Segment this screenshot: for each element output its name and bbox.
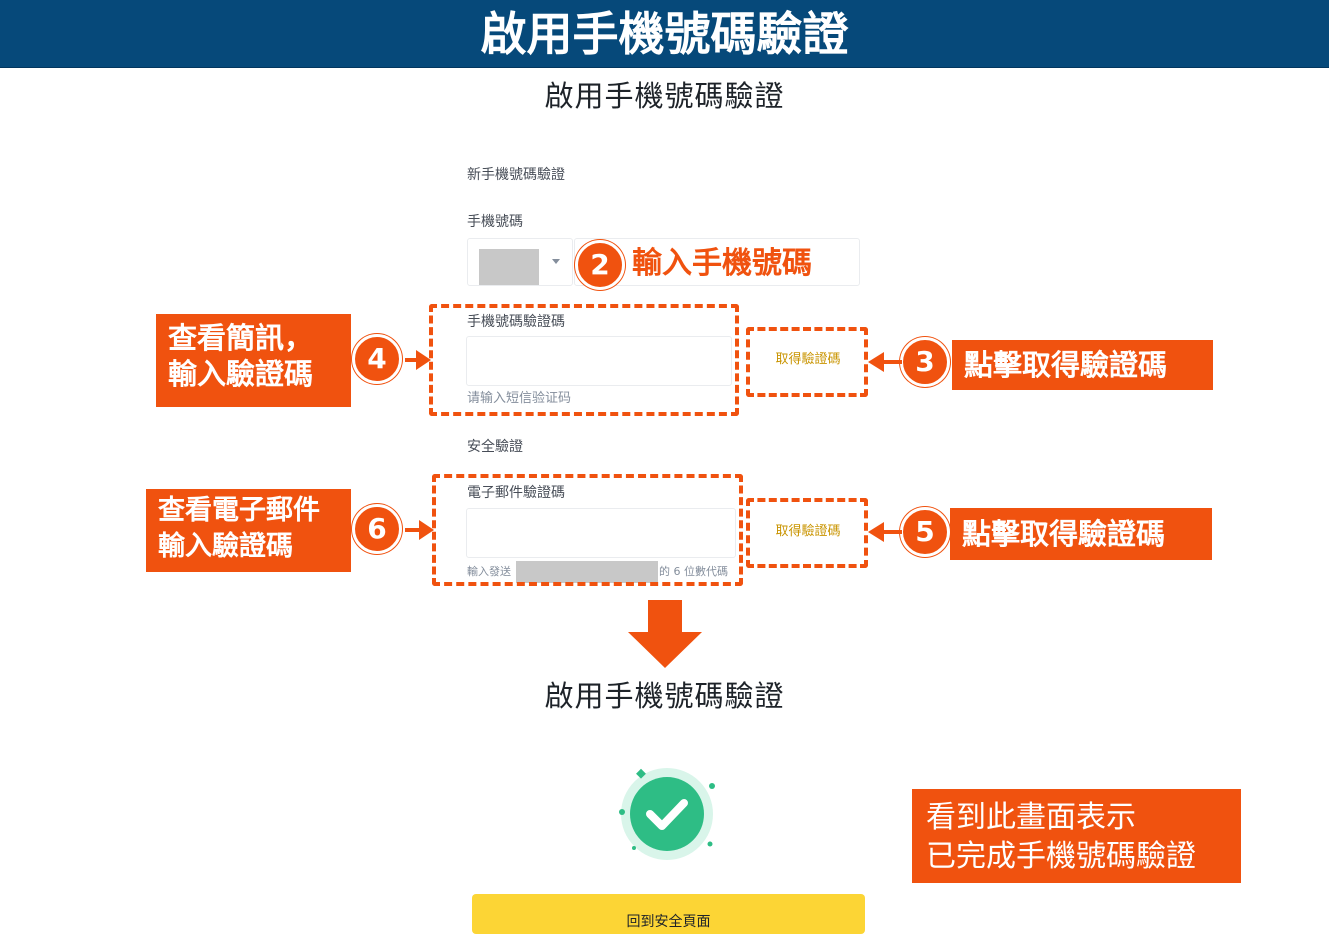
- section-title-new-phone: 新手機號碼驗證: [467, 167, 565, 183]
- chevron-down-icon: [552, 259, 560, 264]
- banner-title: 啟用手機號碼驗證: [480, 7, 849, 61]
- sms-code-label: 手機號碼驗證碼: [467, 314, 565, 330]
- step-2-badge: 2: [575, 240, 625, 290]
- check-circle-icon: [619, 768, 715, 860]
- step-6-line1: 查看電子郵件: [158, 495, 320, 526]
- step-4-line1: 查看簡訊，: [168, 321, 314, 355]
- email-address-redacted: [516, 561, 658, 583]
- step-6-arrow-icon: [405, 520, 434, 540]
- sms-get-code-button[interactable]: 取得驗證碼: [751, 352, 865, 368]
- sms-code-input[interactable]: [466, 336, 732, 386]
- step-6-callout: 查看電子郵件 輸入驗證碼: [146, 489, 351, 572]
- result-line2: 已完成手機號碼驗證: [926, 839, 1196, 874]
- step-5-callout: 點擊取得驗證碼: [950, 508, 1212, 560]
- step-3-text: 點擊取得驗證碼: [964, 348, 1168, 382]
- arrow-down-icon: [628, 600, 702, 668]
- sms-code-hint: 请输入短信验证码: [467, 391, 572, 406]
- step-3-arrow-icon: [868, 352, 902, 372]
- result-line1: 看到此畫面表示: [926, 800, 1136, 835]
- email-hint-suffix: 的 6 位數代碼: [659, 565, 728, 578]
- step-5-badge: 5: [900, 507, 950, 557]
- step-6-line2: 輸入驗證碼: [158, 531, 293, 562]
- step-4-badge: 4: [352, 334, 402, 384]
- success-title: 啟用手機號碼驗證: [544, 679, 785, 713]
- page-title: 啟用手機號碼驗證: [544, 79, 785, 113]
- sms-get-code-highlight: [746, 327, 868, 397]
- header-banner: 啟用手機號碼驗證: [0, 0, 1329, 68]
- step-6-badge: 6: [352, 504, 402, 554]
- back-to-security-button[interactable]: 回到安全頁面: [472, 894, 865, 934]
- step-4-callout: 查看簡訊， 輸入驗證碼: [156, 314, 351, 407]
- result-callout: 看到此畫面表示 已完成手機號碼驗證: [912, 789, 1241, 883]
- security-section-title: 安全驗證: [467, 439, 523, 455]
- step-4-line2: 輸入驗證碼: [168, 357, 314, 391]
- step-5-text: 點擊取得驗證碼: [962, 517, 1166, 551]
- email-code-label: 電子郵件驗證碼: [467, 485, 565, 501]
- step-5-arrow-icon: [868, 522, 902, 542]
- step-3-callout: 點擊取得驗證碼: [952, 340, 1213, 390]
- email-code-input[interactable]: [466, 508, 736, 558]
- step-3-badge: 3: [900, 337, 950, 387]
- country-code-select[interactable]: [467, 238, 573, 286]
- step-4-arrow-icon: [405, 350, 431, 370]
- email-get-code-highlight: [746, 498, 868, 568]
- step-2-text: 輸入手機號碼: [632, 246, 812, 281]
- country-code-redacted: [479, 249, 539, 285]
- phone-label: 手機號碼: [467, 214, 523, 230]
- email-get-code-button[interactable]: 取得驗證碼: [751, 524, 865, 540]
- email-hint-prefix: 輸入發送: [467, 565, 511, 578]
